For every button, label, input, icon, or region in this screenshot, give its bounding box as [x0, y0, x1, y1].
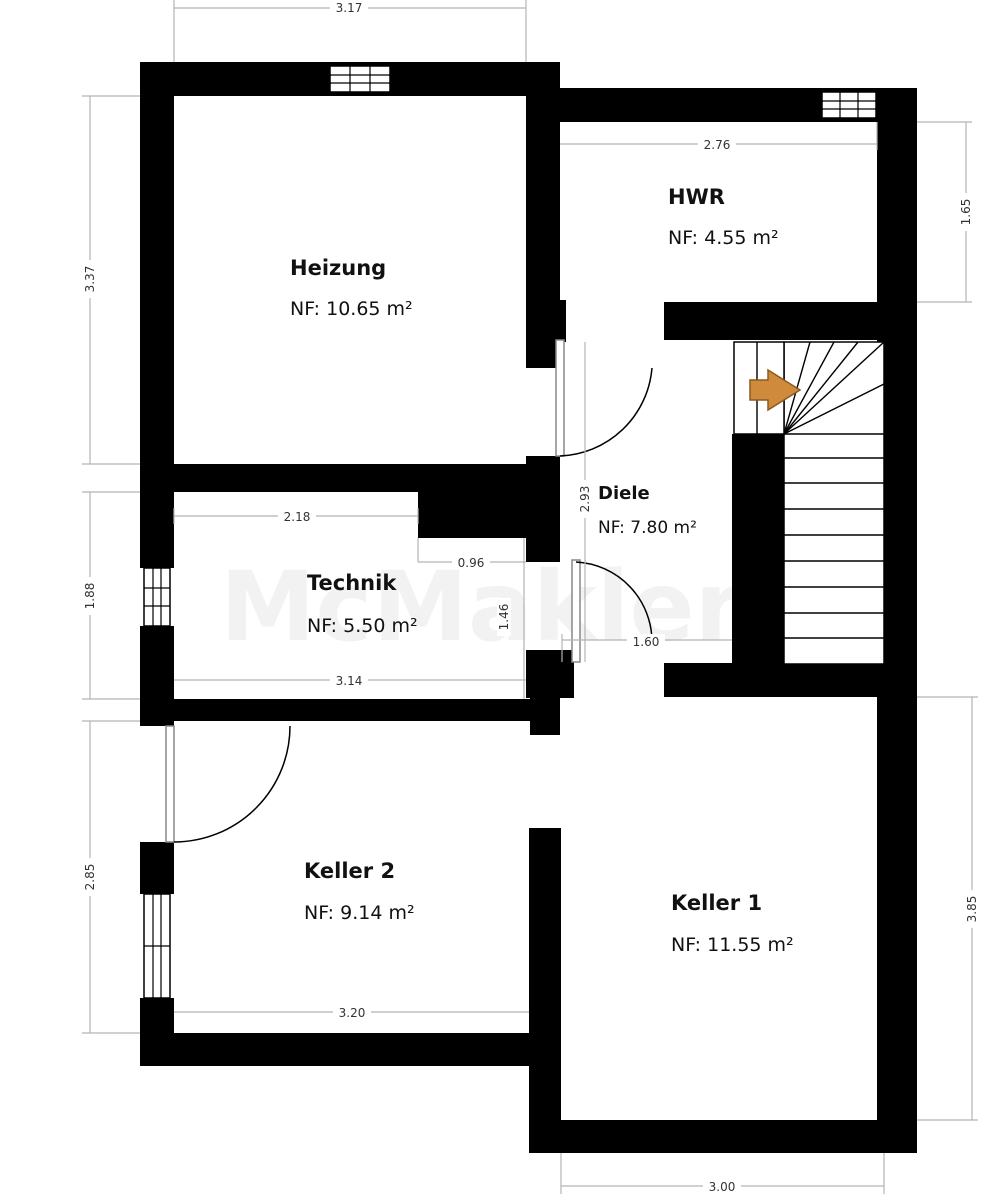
door-technik: [571, 559, 653, 663]
dim-diele-width: 1.60: [633, 635, 660, 649]
room-area: NF: 5.50 m²: [307, 615, 418, 637]
staircase: [733, 341, 885, 665]
room-keller2: Keller 2 NF: 9.14 m²: [304, 859, 415, 924]
window-keller2-left: [143, 893, 171, 999]
dim-technik-width-top: 2.18: [284, 510, 311, 524]
dim-heizung-height: 3.37: [83, 266, 97, 293]
room-name: HWR: [668, 185, 725, 209]
door-heizung: [555, 339, 653, 457]
dim-technik-recess: 0.96: [458, 556, 485, 570]
room-name: Heizung: [290, 256, 386, 280]
dimension-lines: [82, 0, 978, 1194]
dim-technik-width-bottom: 3.14: [336, 674, 363, 688]
room-name: Keller 2: [304, 859, 395, 883]
dim-keller1-height: 3.85: [965, 896, 979, 923]
room-area: NF: 10.65 m²: [290, 298, 413, 320]
dim-heizung-width: 3.17: [336, 1, 363, 15]
room-area: NF: 9.14 m²: [304, 902, 415, 924]
dim-hwr-width: 2.76: [704, 138, 731, 152]
walls: [140, 62, 917, 1153]
dim-keller2-height: 2.85: [83, 864, 97, 891]
window-hwr-top: [821, 91, 877, 119]
dim-hwr-height: 1.65: [959, 199, 973, 226]
stair-arrow-icon: [749, 368, 802, 412]
dim-keller2-width: 3.20: [339, 1006, 366, 1020]
dim-technik-height: 1.88: [83, 583, 97, 610]
window-technik-left: [143, 567, 171, 627]
room-name: Diele: [598, 483, 650, 504]
room-technik: Technik NF: 5.50 m²: [307, 571, 418, 637]
room-hwr: HWR NF: 4.55 m²: [668, 185, 779, 249]
room-area: NF: 7.80 m²: [598, 518, 697, 538]
dim-technik-step-height: 1.46: [497, 604, 511, 631]
room-keller1: Keller 1 NF: 11.55 m²: [671, 891, 794, 956]
room-heizung: Heizung NF: 10.65 m²: [290, 256, 413, 320]
dimension-labels: 3.17 2.76 1.65 3.37 2.93 2.18 0.96 1.88 …: [83, 1, 979, 1194]
room-name: Technik: [307, 571, 397, 595]
window-heizung-top: [329, 65, 391, 93]
dim-keller1-width: 3.00: [709, 1180, 736, 1194]
dim-diele-height: 2.93: [578, 486, 592, 513]
room-area: NF: 11.55 m²: [671, 934, 794, 956]
room-diele: Diele NF: 7.80 m²: [598, 483, 697, 538]
door-keller2: [165, 725, 291, 843]
room-area: NF: 4.55 m²: [668, 227, 779, 249]
room-name: Keller 1: [671, 891, 762, 915]
